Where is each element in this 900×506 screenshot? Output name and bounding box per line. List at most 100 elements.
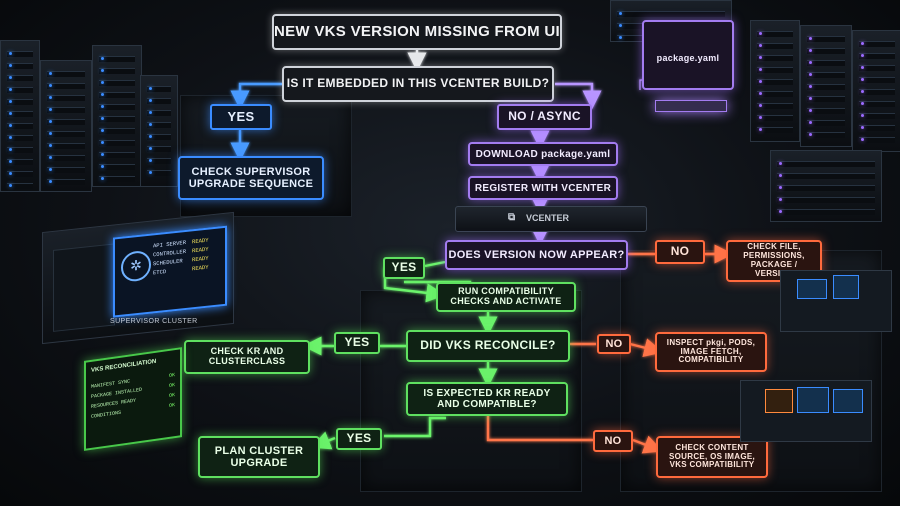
- rack-unit: [99, 92, 135, 98]
- decision-version-appear: DOES VERSION NOW APPEAR?: [445, 240, 628, 270]
- rack-unit: [47, 119, 85, 125]
- rack-unit: [777, 209, 875, 215]
- rack-unit: [807, 84, 845, 90]
- rack-led: [759, 116, 762, 119]
- rack-led: [9, 88, 12, 91]
- rack-led: [861, 42, 864, 45]
- rack-led: [861, 126, 864, 129]
- package-device: package.yaml: [642, 20, 734, 90]
- rack-led: [759, 104, 762, 107]
- rack-led: [779, 162, 782, 165]
- vcenter-appliance: ⧉ VCENTER: [455, 206, 647, 232]
- rack-unit: [7, 99, 33, 105]
- decision-embedded: IS IT EMBEDDED IN THIS VCENTER BUILD?: [282, 66, 554, 102]
- rack-unit: [807, 108, 845, 114]
- rack-led: [49, 72, 52, 75]
- rack-led: [861, 114, 864, 117]
- rack-led: [759, 32, 762, 35]
- server-rack: [140, 75, 178, 187]
- rack-unit: [99, 152, 135, 158]
- rack-led: [759, 92, 762, 95]
- package-file-label: package.yaml: [656, 53, 720, 63]
- inspect-box: INSPECT pkgi, PODS, IMAGE FETCH, COMPATI…: [655, 332, 767, 372]
- rack-unit: [99, 164, 135, 170]
- rack-led: [101, 57, 104, 60]
- rack-led: [101, 153, 104, 156]
- yes-reconcile-label: YES: [334, 332, 380, 354]
- no-kr-label: NO: [593, 430, 633, 452]
- rack-unit: [807, 132, 845, 138]
- rack-led: [759, 80, 762, 83]
- rack-unit: [757, 43, 793, 49]
- rack-led: [759, 68, 762, 71]
- no-appear-label: NO: [655, 240, 705, 264]
- rack-led: [779, 186, 782, 189]
- plan-upgrade-box: PLAN CLUSTER UPGRADE: [198, 436, 320, 478]
- rack-unit: [147, 158, 171, 164]
- rack-unit: [777, 161, 875, 167]
- decision-reconcile: DID VKS RECONCILE?: [406, 330, 570, 362]
- rack-unit: [807, 48, 845, 54]
- rack-unit: [859, 89, 895, 95]
- run-compatibility-box: RUN COMPATIBILITY CHECKS AND ACTIVATE: [436, 282, 576, 312]
- no-async-label: NO / ASYNC: [497, 104, 592, 130]
- supervisor-caption: SUPERVISOR CLUSTER: [110, 318, 198, 325]
- rack-led: [861, 90, 864, 93]
- rack-unit: [147, 110, 171, 116]
- rack-led: [9, 124, 12, 127]
- rack-led: [809, 97, 812, 100]
- rack-led: [101, 129, 104, 132]
- rack-unit: [99, 56, 135, 62]
- rack-led: [101, 93, 104, 96]
- rack-unit: [777, 185, 875, 191]
- yes-appear-label: YES: [383, 257, 425, 279]
- rack-unit: [47, 155, 85, 161]
- rack-unit: [807, 120, 845, 126]
- rack-led: [619, 12, 622, 15]
- rack-unit: [859, 53, 895, 59]
- console-screen: [797, 387, 829, 413]
- status-row-name: ETCD: [153, 268, 167, 277]
- rack-unit: [859, 101, 895, 107]
- rack-led: [619, 24, 622, 27]
- rack-unit: [7, 123, 33, 129]
- rack-led: [49, 84, 52, 87]
- rack-led: [49, 108, 52, 111]
- rack-led: [9, 172, 12, 175]
- console-station: [780, 270, 892, 332]
- rack-led: [101, 69, 104, 72]
- rack-unit: [7, 147, 33, 153]
- rack-unit: [99, 68, 135, 74]
- rack-unit: [807, 36, 845, 42]
- rack-unit: [99, 128, 135, 134]
- rack-led: [149, 171, 152, 174]
- rack-unit: [147, 170, 171, 176]
- check-supervisor-box: CHECK SUPERVISOR UPGRADE SEQUENCE: [178, 156, 324, 200]
- download-label: DOWNLOAD package.yaml: [475, 148, 611, 160]
- rack-led: [49, 156, 52, 159]
- console-screen: [833, 389, 863, 413]
- rack-led: [149, 135, 152, 138]
- rack-led: [861, 138, 864, 141]
- package-pad: [655, 100, 727, 112]
- rack-unit: [99, 80, 135, 86]
- rack-led: [809, 109, 812, 112]
- rack-led: [101, 165, 104, 168]
- rack-led: [779, 210, 782, 213]
- rack-led: [809, 73, 812, 76]
- check-content-box: CHECK CONTENT SOURCE, OS IMAGE, VKS COMP…: [656, 436, 768, 478]
- rack-led: [9, 100, 12, 103]
- rack-led: [809, 49, 812, 52]
- status-row-state: READY: [192, 263, 209, 273]
- rack-led: [759, 128, 762, 131]
- rack-led: [809, 133, 812, 136]
- rack-led: [49, 132, 52, 135]
- rack-unit: [7, 51, 33, 57]
- rack-unit: [99, 116, 135, 122]
- rack-unit: [859, 41, 895, 47]
- rack-unit: [47, 167, 85, 173]
- console-screen: [797, 279, 827, 299]
